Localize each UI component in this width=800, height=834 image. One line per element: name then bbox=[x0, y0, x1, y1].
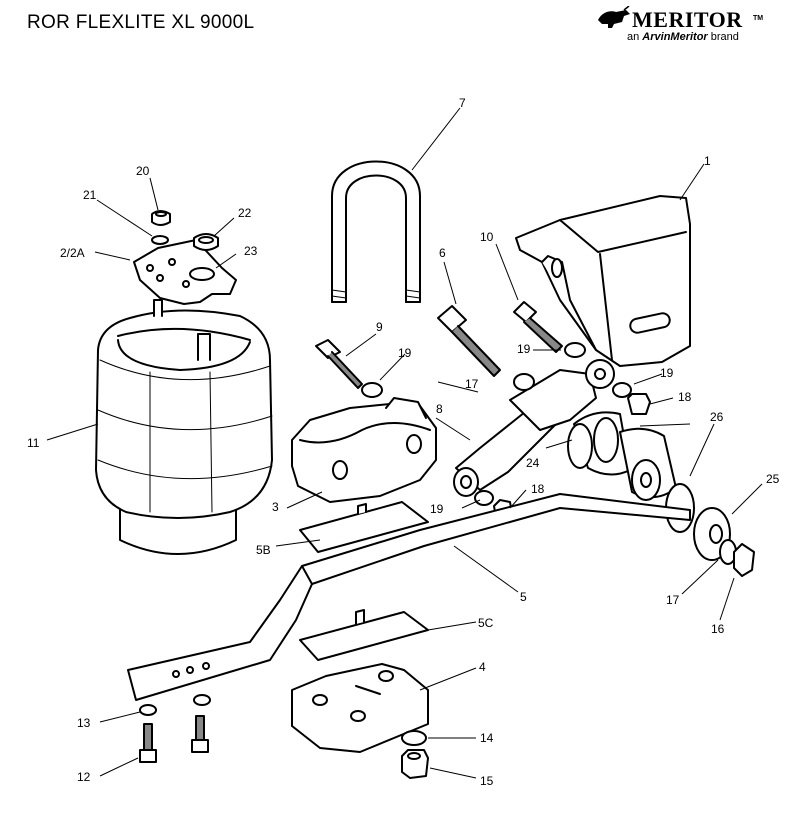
part-nut-15 bbox=[401, 749, 429, 779]
part-upper-plate bbox=[133, 239, 237, 305]
brand-sub-suffix: brand bbox=[707, 31, 739, 43]
brand-sub-name: ArvinMeritor bbox=[642, 31, 708, 43]
part-washer-21 bbox=[151, 235, 169, 245]
callout-17-upper: 17 bbox=[465, 377, 479, 391]
callout-19-right: 19 bbox=[660, 366, 674, 380]
part-washer-17a bbox=[513, 373, 535, 391]
part-bolt-6 bbox=[437, 305, 501, 377]
callout-25: 25 bbox=[766, 472, 780, 486]
callout-19-bolt: 19 bbox=[398, 346, 412, 360]
part-bolt-9 bbox=[315, 339, 363, 389]
callout-19-shock: 19 bbox=[517, 342, 531, 356]
callout-5b: 5B bbox=[256, 543, 271, 557]
callout-1: 1 bbox=[704, 154, 711, 168]
part-washer-19a bbox=[361, 382, 383, 398]
part-plate-5b bbox=[299, 501, 429, 553]
callout-26: 26 bbox=[710, 410, 724, 424]
callout-23: 23 bbox=[244, 244, 258, 258]
callout-10: 10 bbox=[480, 230, 494, 244]
part-washer-13b bbox=[193, 694, 211, 706]
callout-18-upper: 18 bbox=[678, 390, 692, 404]
part-washer-19d bbox=[474, 490, 494, 506]
callout-13: 13 bbox=[77, 716, 91, 730]
callout-5c: 5C bbox=[478, 616, 494, 630]
part-bushing-26 bbox=[619, 427, 677, 501]
callout-3: 3 bbox=[272, 500, 279, 514]
part-nut-18a bbox=[627, 393, 651, 415]
callout-9: 9 bbox=[376, 320, 383, 334]
callout-7: 7 bbox=[459, 96, 466, 110]
brand-sub-prefix: an bbox=[627, 31, 643, 43]
callout-8: 8 bbox=[436, 402, 443, 416]
page-title: ROR FLEXLITE XL 9000L bbox=[27, 12, 255, 33]
callout-21: 21 bbox=[83, 188, 97, 202]
callout-5: 5 bbox=[520, 590, 527, 604]
part-bolt-10 bbox=[513, 301, 563, 353]
brand-name: MERITOR bbox=[632, 7, 743, 32]
callout-24: 24 bbox=[526, 456, 540, 470]
part-bushing-24 bbox=[567, 411, 631, 476]
part-frame-hanger bbox=[515, 195, 691, 367]
callout-19-lower: 19 bbox=[430, 502, 444, 516]
part-axle-seat bbox=[291, 397, 437, 503]
brand-trademark: TM bbox=[753, 15, 764, 22]
part-nut-22 bbox=[193, 233, 219, 251]
part-nut-20 bbox=[151, 210, 171, 226]
callout-15: 15 bbox=[480, 774, 494, 788]
callout-12: 12 bbox=[77, 770, 91, 784]
part-shock-absorber bbox=[453, 359, 615, 497]
bull-icon bbox=[598, 6, 630, 28]
part-lower-axle-plate bbox=[291, 663, 429, 753]
callout-6: 6 bbox=[439, 246, 446, 260]
callout-22: 22 bbox=[238, 206, 252, 220]
part-air-spring bbox=[95, 299, 273, 555]
callout-11: 11 bbox=[27, 436, 40, 450]
part-washer-19b bbox=[564, 342, 586, 358]
brand-subtitle: an ArvinMeritor brand bbox=[627, 31, 739, 43]
callout-2-2a: 2/2A bbox=[60, 246, 85, 260]
part-bolt-12b bbox=[191, 715, 209, 753]
part-washer-13a bbox=[139, 704, 157, 716]
part-nut-16 bbox=[733, 543, 755, 577]
callout-18-lower: 18 bbox=[531, 482, 545, 496]
part-u-bolt bbox=[331, 160, 421, 303]
brand-logo: MERITOR TM an ArvinMeritor brand bbox=[596, 6, 792, 46]
callout-4: 4 bbox=[479, 660, 486, 674]
part-spring-beam bbox=[127, 493, 691, 701]
part-plate-5c bbox=[299, 609, 429, 661]
callout-20: 20 bbox=[136, 164, 150, 178]
callout-14: 14 bbox=[480, 731, 494, 745]
callout-17-lower: 17 bbox=[666, 593, 680, 607]
callout-16: 16 bbox=[711, 622, 725, 636]
part-washer-23 bbox=[189, 267, 215, 281]
part-bolt-12a bbox=[139, 723, 157, 763]
part-washer-14 bbox=[401, 730, 427, 746]
part-washer-19c bbox=[612, 382, 632, 398]
